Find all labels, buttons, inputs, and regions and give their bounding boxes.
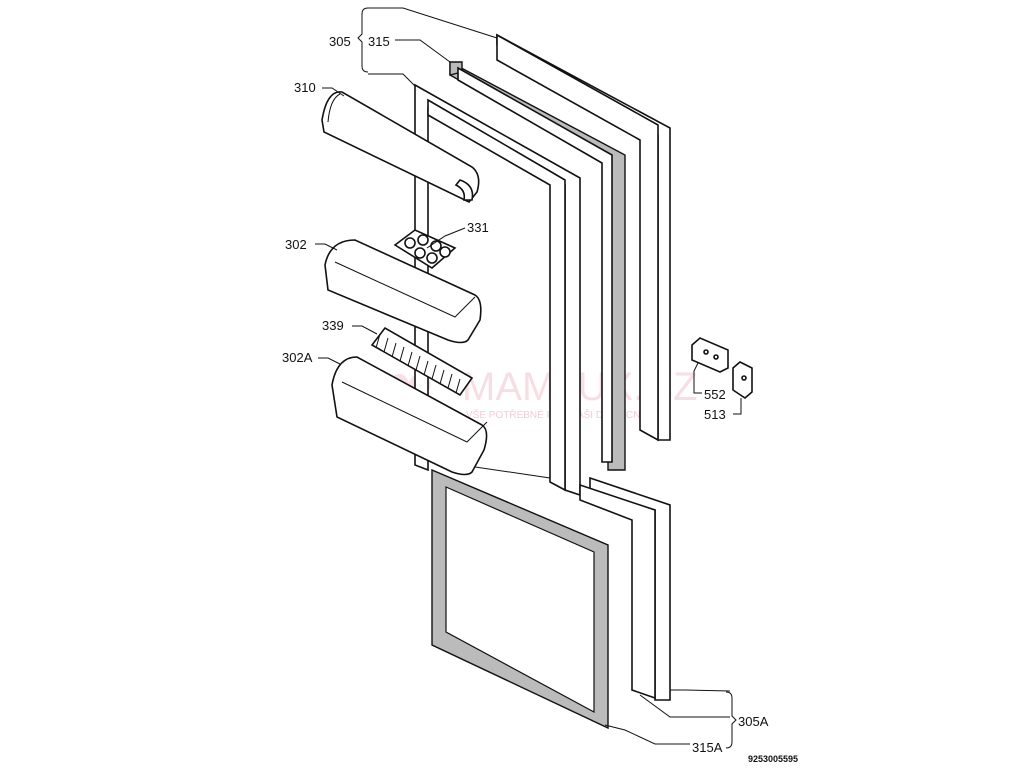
- label-339: 339: [322, 318, 344, 333]
- label-315: 315: [368, 34, 390, 49]
- label-305: 305: [329, 34, 351, 49]
- label-310: 310: [294, 80, 316, 95]
- part-302-door-shelf: [324, 239, 482, 344]
- label-513: 513: [704, 407, 726, 422]
- part-552-hinge-cover: [691, 337, 729, 373]
- part-331-egg-tray: [393, 229, 457, 269]
- label-302a: 302A: [282, 350, 313, 365]
- lower-door-panel: [579, 476, 671, 701]
- drawing-number: 9253005595: [748, 754, 798, 764]
- lower-door-gasket: [431, 468, 609, 730]
- label-302: 302: [285, 237, 307, 252]
- part-310-cover: [321, 91, 480, 203]
- label-331: 331: [467, 220, 489, 235]
- part-339-bottle-retainer: [370, 326, 474, 397]
- upper-door-gasket: [449, 60, 626, 471]
- label-552: 552: [704, 387, 726, 402]
- part-302a-door-shelf: [331, 356, 488, 476]
- upper-door-panel: [496, 33, 671, 442]
- part-513-hinge-bracket: [732, 361, 753, 400]
- leader-lines: [315, 7, 742, 749]
- label-315a: 315A: [692, 740, 723, 755]
- label-305a: 305A: [738, 714, 769, 729]
- upper-door-liner: [414, 83, 581, 497]
